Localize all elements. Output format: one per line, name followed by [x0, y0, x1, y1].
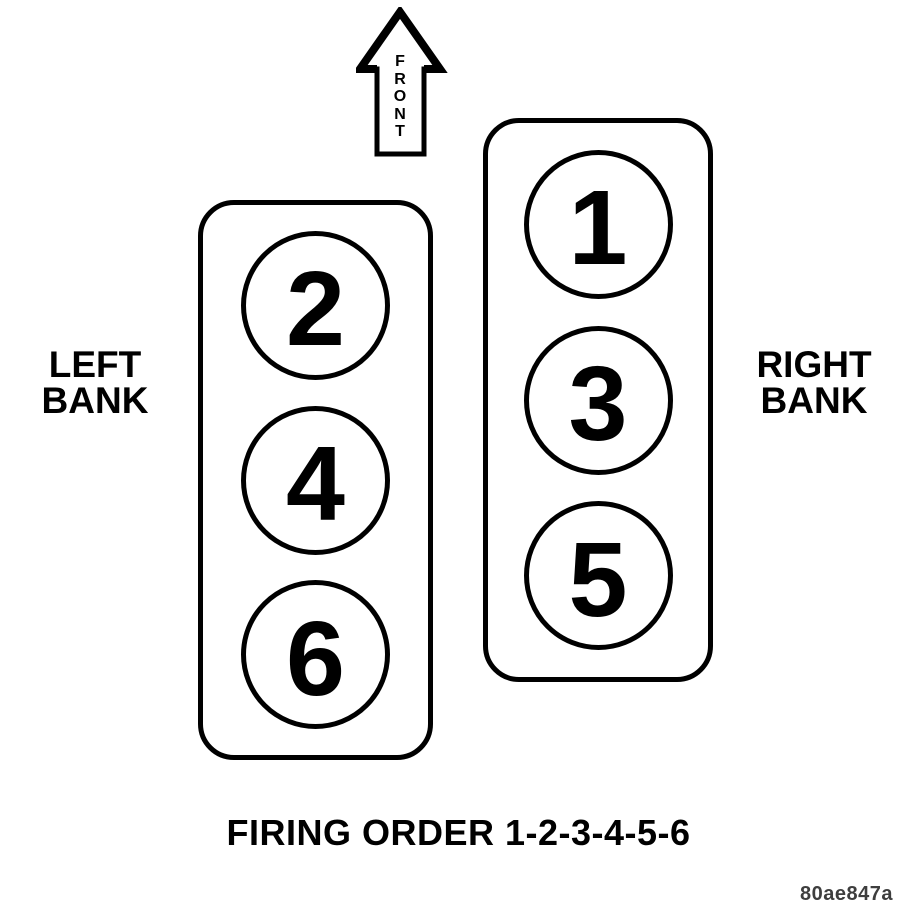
watermark-code: 80ae847a — [800, 883, 893, 905]
cylinder-5-number: 5 — [568, 520, 628, 639]
cylinder-3-circle: 3 — [523, 325, 673, 475]
left-bank-label: LEFT BANK — [41, 344, 149, 421]
cylinder-6-circle: 6 — [241, 580, 390, 730]
front-arrow-icon — [356, 7, 448, 157]
cylinder-3-number: 3 — [568, 345, 628, 463]
cylinder-4-circle: 4 — [241, 405, 390, 555]
cylinder-1-number: 1 — [568, 169, 628, 288]
cylinder-4-number: 4 — [286, 425, 345, 543]
left-bank-outline: 2 4 6 — [198, 200, 433, 760]
right-bank-label: RIGHT BANK — [756, 344, 872, 421]
cylinder-5-circle: 5 — [523, 501, 673, 651]
front-arrow-label: FRONT — [393, 53, 407, 140]
firing-order-caption: FIRING ORDER 1-2-3-4-5-6 — [226, 812, 691, 853]
right-bank-outline: 1 3 5 — [483, 118, 713, 682]
cylinder-6-number: 6 — [286, 599, 345, 718]
cylinder-2-circle: 2 — [241, 230, 390, 380]
cylinder-2-number: 2 — [286, 250, 345, 369]
cylinder-1-circle: 1 — [523, 149, 673, 299]
